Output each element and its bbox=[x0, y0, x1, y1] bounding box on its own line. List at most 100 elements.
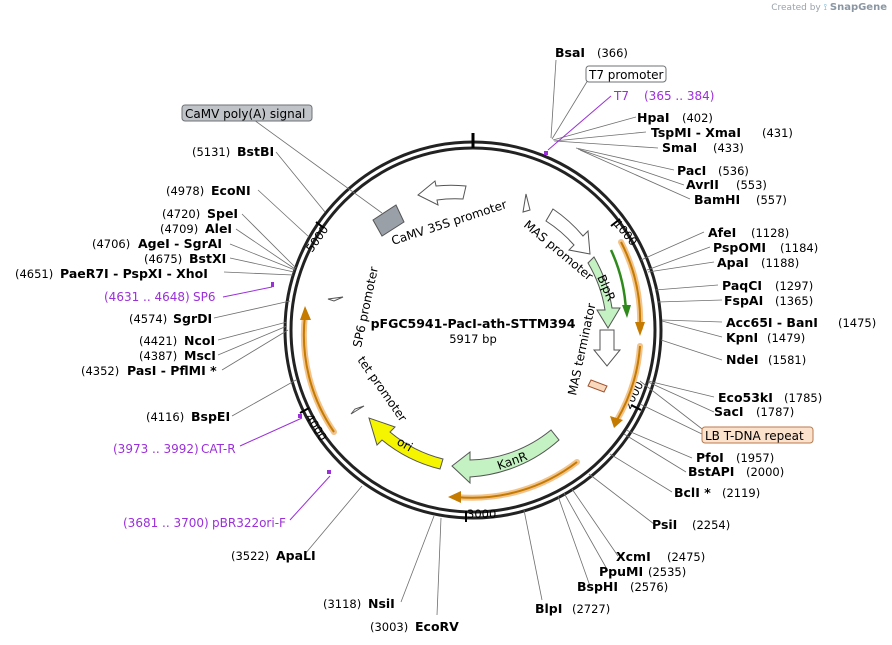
site-name: BspEI bbox=[191, 409, 230, 424]
credit-prefix: Created by bbox=[771, 3, 821, 13]
site-name: PpuMI bbox=[599, 564, 643, 579]
site-pos: (1787) bbox=[756, 405, 794, 419]
site-pos: (402) bbox=[682, 111, 713, 125]
primer-name-cat-r: CAT-R bbox=[201, 442, 236, 456]
site-pos: (4978) bbox=[166, 184, 204, 198]
leader-lines bbox=[213, 59, 723, 616]
site-pos: (2576) bbox=[630, 580, 668, 594]
site-name: HpaI bbox=[637, 110, 670, 125]
site-pos: (431) bbox=[762, 126, 793, 140]
primer-name-t7: T7 bbox=[613, 89, 629, 103]
site-name: PacI bbox=[677, 163, 706, 178]
outer-arrow-mas-core bbox=[616, 345, 641, 421]
site-pos: (4675) bbox=[144, 252, 182, 266]
primer-lines bbox=[222, 95, 612, 521]
site-name: NcoI bbox=[184, 333, 215, 348]
t7-promoter-arrow bbox=[522, 193, 531, 213]
inner-features bbox=[327, 180, 622, 485]
site-pos: (2000) bbox=[746, 465, 784, 479]
mas-terminator-arrow bbox=[592, 329, 622, 367]
boxed-feature-lb-tdna: LB T-DNA repeat bbox=[701, 426, 814, 444]
tick-mark-1000 bbox=[610, 218, 621, 227]
site-pos: (4352) bbox=[81, 364, 119, 378]
site-pos: (4706) bbox=[92, 237, 130, 251]
site-pos: (1365) bbox=[775, 294, 813, 308]
outer-arrow-cat-core bbox=[302, 314, 335, 433]
site-pos: (4387) bbox=[139, 349, 177, 363]
site-name: NsiI bbox=[368, 596, 395, 611]
site-name: Acc65I - BanI bbox=[726, 315, 818, 330]
site-pos: (1785) bbox=[784, 391, 822, 405]
site-pos: (4116) bbox=[146, 410, 184, 424]
feature-label-blpr: BlpR bbox=[594, 273, 618, 304]
camv-promoter-arrow bbox=[417, 180, 467, 206]
feature-label-camv-35s: CaMV 35S promoter bbox=[390, 197, 509, 248]
site-name: SpeI bbox=[207, 206, 238, 221]
lb-tdna-repeat-mark bbox=[587, 379, 608, 393]
site-name: AvrII bbox=[686, 177, 719, 192]
site-name: SacI bbox=[714, 404, 744, 419]
primer-range-pbr322ori-f: (3681 .. 3700) bbox=[123, 516, 209, 530]
site-pos: (2254) bbox=[692, 518, 730, 532]
boxed-label-t7: T7 promoter bbox=[588, 68, 664, 82]
site-pos: (1188) bbox=[761, 256, 799, 270]
site-pos: (2475) bbox=[667, 550, 705, 564]
left-site-labels: (3003) EcoRV (3118) NsiI (3522) ApaLI (4… bbox=[15, 144, 459, 634]
feature-label-sp6-promoter: SP6 promoter bbox=[350, 265, 381, 348]
feature-label-ori: ori bbox=[395, 434, 416, 454]
site-pos: (1957) bbox=[736, 451, 774, 465]
site-pos: (1297) bbox=[775, 279, 813, 293]
outer-arrow-blpr-green-head bbox=[622, 305, 631, 318]
primer-range-t7: (365 .. 384) bbox=[644, 89, 714, 103]
site-pos: (4720) bbox=[162, 207, 200, 221]
outer-arrow-kanr-head bbox=[448, 491, 461, 503]
primer-range-cat-r: (3973 .. 3992) bbox=[113, 442, 199, 456]
ori-gene-arrow bbox=[368, 417, 444, 470]
outer-arrow-blpr-head bbox=[635, 322, 645, 336]
mas-promoter-arrow bbox=[545, 208, 591, 255]
primer-labels: T7 (365 .. 384) (4631 .. 4648) SP6 (3973… bbox=[104, 89, 714, 530]
site-pos: (1184) bbox=[780, 241, 818, 255]
blpr-gene-arrow bbox=[587, 256, 621, 329]
site-pos: (536) bbox=[718, 164, 749, 178]
site-name: PaqCI bbox=[722, 278, 762, 293]
tick-mark-5000 bbox=[315, 221, 325, 229]
tick-mark-4000 bbox=[299, 407, 310, 414]
site-pos: (553) bbox=[736, 178, 767, 192]
plasmid-name: pFGC5941-PacI-ath-STTM394 bbox=[371, 316, 576, 331]
boxed-label-lb-tdna: LB T-DNA repeat bbox=[705, 429, 804, 443]
site-pos: (3118) bbox=[323, 597, 361, 611]
site-name: ApaI bbox=[717, 255, 749, 270]
primer-name-pbr322ori-f: pBR322ori-F bbox=[212, 516, 286, 530]
outer-arrow-kanr-core bbox=[455, 461, 578, 499]
site-name: BstAPI bbox=[688, 464, 734, 479]
boxed-label-camv-polya: CaMV poly(A) signal bbox=[185, 107, 305, 121]
primer-marks bbox=[271, 151, 548, 474]
site-name: BstBI bbox=[237, 144, 274, 159]
site-name: BsaI bbox=[555, 45, 585, 60]
tick-mark-2000 bbox=[630, 404, 642, 411]
site-name: KpnI bbox=[726, 330, 758, 345]
sp6-promoter-arrow bbox=[327, 296, 344, 302]
feature-label-tet-promoter: tet promoter bbox=[355, 354, 410, 425]
site-name: TspMI - XmaI bbox=[651, 125, 741, 140]
snapgene-credit: Created by ⟟ SnapGene bbox=[771, 2, 887, 13]
site-name: ApaLI bbox=[276, 548, 316, 563]
outer-feature-arrows bbox=[300, 239, 645, 503]
snapgene-logo-icon: ⟟ bbox=[823, 3, 827, 13]
site-pos: (433) bbox=[713, 141, 744, 155]
site-pos: (2535) bbox=[648, 565, 686, 579]
tick-label-1000: 1000 bbox=[611, 217, 641, 248]
outer-arrow-blpr-green bbox=[609, 249, 628, 313]
site-pos: (3003) bbox=[370, 620, 408, 634]
site-pos: (557) bbox=[756, 193, 787, 207]
site-pos: (4709) bbox=[160, 222, 198, 236]
kanr-gene-arrow bbox=[451, 429, 560, 485]
site-pos: (1475) bbox=[838, 316, 876, 330]
outer-arrow-mas-head bbox=[610, 416, 623, 428]
site-name: XcmI bbox=[616, 549, 651, 564]
site-name: PaeR7I - PspXI - XhoI bbox=[60, 266, 208, 281]
site-pos: (4574) bbox=[129, 312, 167, 326]
site-pos: (3522) bbox=[231, 549, 269, 563]
